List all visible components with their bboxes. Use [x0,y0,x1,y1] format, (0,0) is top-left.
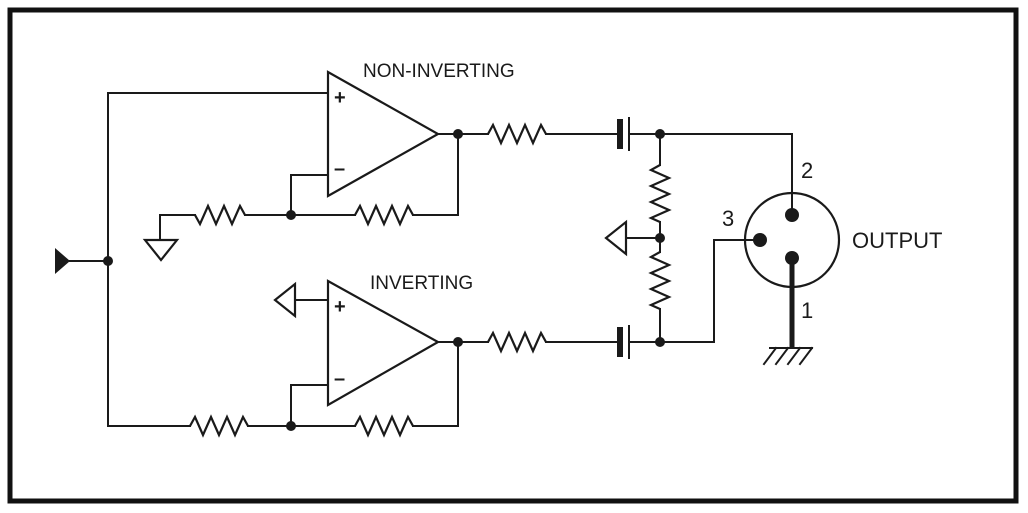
inv-output-junction-dot [453,337,463,347]
xlr-pin3-dot [753,233,767,247]
inv-feedback-wire-right [412,341,459,427]
diagram-border [7,7,1019,504]
noninv-ground-symbol [142,238,180,262]
pin3-label: 3 [722,206,734,231]
inv-plus-sign: + [334,296,346,318]
input-terminal-arrow [55,248,70,274]
termination-resistor-top [648,164,672,224]
noninverting-label: NON-INVERTING [363,61,515,82]
hot-line-to-pin2 [659,133,793,216]
chassis-ground-hatch-1 [762,346,778,366]
noninv-minus-input-wire [290,174,329,216]
noninv-minus-sign: – [334,158,345,180]
chassis-ground-hatch-3 [786,346,802,366]
inv-feedback-resistor [354,414,414,438]
termination-resistor-bottom [648,251,672,311]
inv-minus-input-wire [290,384,329,427]
inverting-label: INVERTING [370,273,473,294]
pin1-label: 1 [801,298,813,323]
inv-minus-sign: – [334,368,345,390]
inv-input-resistor [189,414,249,438]
noninv-plus-sign: + [334,87,346,109]
pin2-label: 2 [801,158,813,183]
inverting-opamp [326,279,441,407]
cold-line-to-pin3 [659,239,761,343]
noninv-output-junction-dot [453,129,463,139]
noninverting-opamp [326,70,441,198]
termination-ground-symbol [604,219,628,257]
inv-output-resistor [487,330,547,354]
noninv-feedback-resistor [354,203,414,227]
chassis-ground-hatch-2 [774,346,790,366]
inv-coupling-capacitor-plate [617,327,623,357]
chassis-ground-hatch-4 [798,346,814,366]
output-label: OUTPUT [852,228,942,253]
noninv-feedback-wire-right [412,133,459,216]
noninv-coupling-capacitor-plate [617,119,623,149]
noninv-output-resistor [487,122,547,146]
noninv-ground-lead [159,214,196,241]
xlr-pin2-dot [785,208,799,222]
inv-plus-ground-symbol [273,281,297,319]
noninv-ground-resistor [194,203,246,227]
